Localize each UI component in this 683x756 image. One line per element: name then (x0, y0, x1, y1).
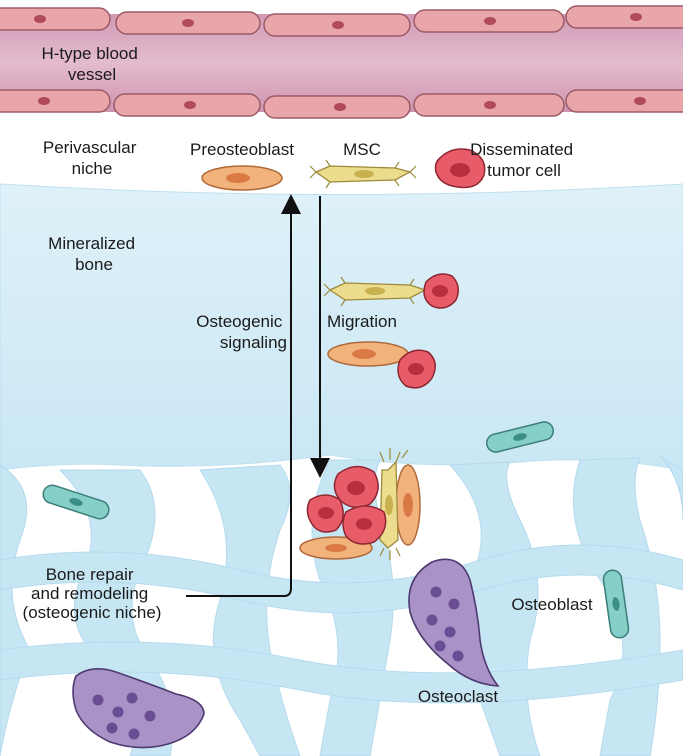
bone-matrix (0, 183, 683, 471)
trabecula (0, 544, 683, 614)
labels: H-type blood vessel Perivascular niche P… (23, 44, 593, 706)
osteogenic-niche-cluster (299, 448, 421, 560)
label-line: and remodeling (31, 584, 148, 603)
osteoclast-label: Osteoclast (418, 687, 499, 706)
osteoblast-cells (42, 421, 630, 639)
preosteoblast-nucleus (226, 173, 250, 183)
osteoclast-nucleus (112, 706, 124, 718)
tumor-nucleus (356, 518, 372, 530)
perivascular-niche-label: Perivascular niche (43, 138, 141, 178)
blood-vessel-label: H-type blood vessel (41, 44, 142, 84)
label-line: tumor cell (487, 161, 561, 180)
osteogenic-signaling-label: Osteogenic signaling (196, 312, 287, 352)
bone-repair-label: Bone repair and remodeling (osteogenic n… (23, 565, 162, 622)
disseminated-tumor-cell (434, 148, 486, 189)
tumor-nucleus (318, 507, 334, 519)
osteoblast (485, 421, 555, 453)
preosteoblast-nucleus (352, 349, 376, 359)
preosteoblast-label: Preosteoblast (190, 140, 294, 159)
osteoclast-nucleus (448, 598, 460, 610)
endothelial-nucleus (334, 103, 346, 111)
msc-nucleus (354, 170, 374, 178)
endothelial-cell (565, 89, 683, 113)
osteoclast-nucleus (452, 650, 464, 662)
label-line: Osteogenic (196, 312, 282, 331)
trabecula (199, 464, 301, 756)
mineralized-bone-label: Mineralized bone (48, 234, 140, 274)
osteoblast-nucleus (69, 498, 83, 506)
endothelial-nucleus (484, 17, 496, 25)
msc-label: MSC (343, 140, 381, 159)
endothelial-cell (565, 5, 683, 29)
osteoblast-nucleus (612, 597, 620, 611)
label-line: Bone repair (46, 565, 134, 584)
endothelial-nucleus (630, 13, 642, 21)
msc-processes (323, 276, 415, 307)
trabecula (0, 464, 31, 756)
label-line: vessel (68, 65, 116, 84)
tumor-nucleus (347, 481, 365, 495)
endothelial-nucleus (38, 97, 50, 105)
tumor-nucleus (432, 285, 448, 297)
osteoblast (42, 484, 110, 520)
endothelial-nucleus (634, 97, 646, 105)
osteoclast-nucleus (128, 728, 140, 740)
label-line: Mineralized (48, 234, 135, 253)
label-line: (osteogenic niche) (23, 603, 162, 622)
label-line: bone (75, 255, 113, 274)
tumor-nucleus (408, 363, 424, 375)
osteoclast-nucleus (434, 640, 446, 652)
msc-processes (309, 159, 417, 189)
preosteoblast-nucleus (325, 544, 347, 552)
msc-processes (379, 448, 409, 560)
osteoclast-nucleus (430, 586, 442, 598)
label-line: H-type blood (41, 44, 137, 63)
vessel-top-wall (0, 5, 683, 37)
endothelial-nucleus (182, 19, 194, 27)
endothelial-nucleus (332, 21, 344, 29)
endothelial-nucleus (484, 101, 496, 109)
endothelial-nucleus (34, 15, 46, 23)
arrows (186, 194, 330, 597)
endothelial-nucleus (184, 101, 196, 109)
osteoclast-nucleus (144, 710, 156, 722)
trabecula (0, 641, 683, 704)
migration-label: Migration (327, 312, 397, 331)
osteoblast-nucleus (513, 433, 527, 441)
endothelial-cell (0, 89, 111, 113)
tumor-nucleus (450, 163, 470, 177)
osteoclast-nucleus (92, 694, 104, 706)
osteoclast-cells (72, 558, 500, 749)
msc-nucleus (365, 287, 385, 295)
endothelial-cell (0, 7, 111, 31)
osteoclast-nucleus (126, 692, 138, 704)
osteoclast-nucleus (444, 626, 456, 638)
osteoclast-nucleus (106, 722, 118, 734)
osteoclast (72, 668, 205, 749)
osteoclast-body (72, 668, 205, 749)
preosteoblast-nucleus (403, 493, 413, 517)
osteoblast-label: Osteoblast (511, 595, 593, 614)
osteoblast (602, 569, 630, 639)
osteoclast-nucleus (426, 614, 438, 626)
preosteoblast (201, 165, 283, 191)
disseminated-tumor-cell-label: Disseminated tumor cell (470, 140, 578, 180)
label-line: niche (72, 159, 113, 178)
osteogenic-signaling-arrow (186, 194, 301, 597)
migrating-preosteoblast-with-tumor (327, 341, 436, 389)
label-line: signaling (220, 333, 287, 352)
label-line: Perivascular (43, 138, 137, 157)
blood-vessel (0, 5, 683, 119)
msc (309, 159, 417, 189)
migrating-msc-with-tumor (323, 273, 459, 309)
osteoclast (408, 558, 500, 687)
msc-nucleus (385, 495, 393, 515)
vessel-bottom-wall (0, 89, 683, 119)
label-line: Disseminated (470, 140, 573, 159)
